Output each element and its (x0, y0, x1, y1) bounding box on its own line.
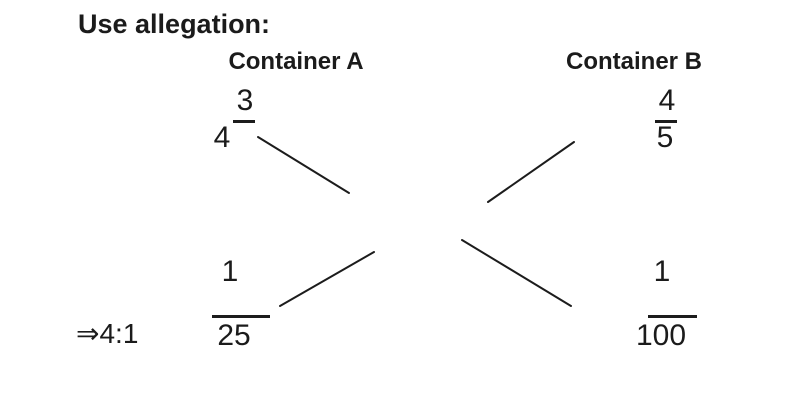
result-ratio: ⇒4:1 (76, 318, 139, 349)
fraction-denominator: 4 (213, 121, 231, 154)
fraction-numerator: 4 (658, 84, 676, 117)
container-b-label: Container B (565, 48, 703, 75)
fraction-bar (233, 120, 255, 123)
fraction-numerator: 3 (236, 84, 254, 117)
fraction-denominator: 100 (635, 319, 687, 352)
container-a-label: Container A (228, 48, 364, 75)
allegation-cross-line (279, 251, 375, 307)
fraction-denominator: 5 (656, 121, 674, 154)
allegation-cross-line (257, 136, 350, 194)
fraction-denominator: 25 (217, 319, 251, 352)
allegation-cross-line (461, 239, 572, 307)
fraction-bar (212, 315, 270, 318)
allegation-cross-line (487, 141, 575, 203)
fraction-numerator: 1 (221, 255, 239, 288)
fraction-numerator: 1 (653, 255, 671, 288)
page-title: Use allegation: (78, 9, 271, 39)
fraction-bar (655, 120, 677, 123)
fraction-bar (648, 315, 697, 318)
